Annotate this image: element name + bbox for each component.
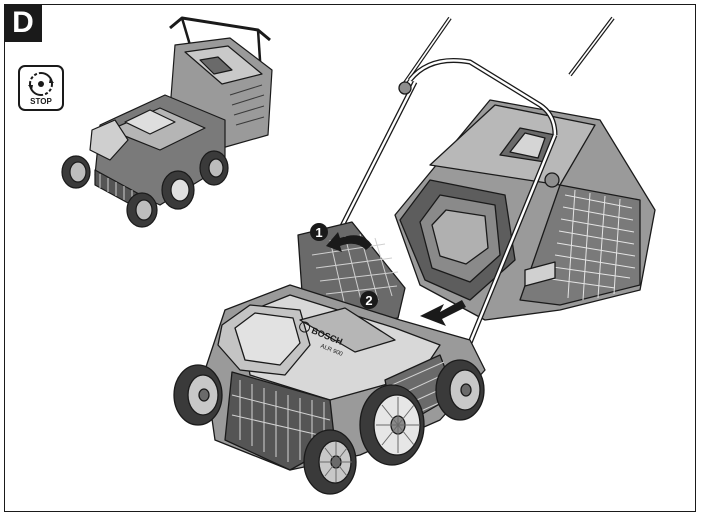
lift-arrow	[326, 232, 372, 252]
step-marker-1: 1	[310, 223, 328, 241]
inset-mower	[61, 16, 273, 228]
wheel-front-left	[173, 364, 223, 426]
step-number-1: 1	[315, 225, 322, 240]
push-handle	[337, 16, 615, 356]
rotation-icon	[28, 72, 54, 96]
step-number-2: 2	[365, 293, 372, 308]
wheel-rear-right	[435, 359, 485, 421]
wheel-rear-middle	[359, 384, 425, 466]
step-marker-2: 2	[360, 291, 378, 309]
wheel-front-right	[303, 429, 357, 495]
stop-icon: STOP	[18, 65, 64, 111]
panel-label: D	[4, 4, 42, 42]
stop-label: STOP	[30, 97, 52, 106]
figure-frame	[4, 4, 696, 512]
insert-arrow	[420, 300, 466, 326]
